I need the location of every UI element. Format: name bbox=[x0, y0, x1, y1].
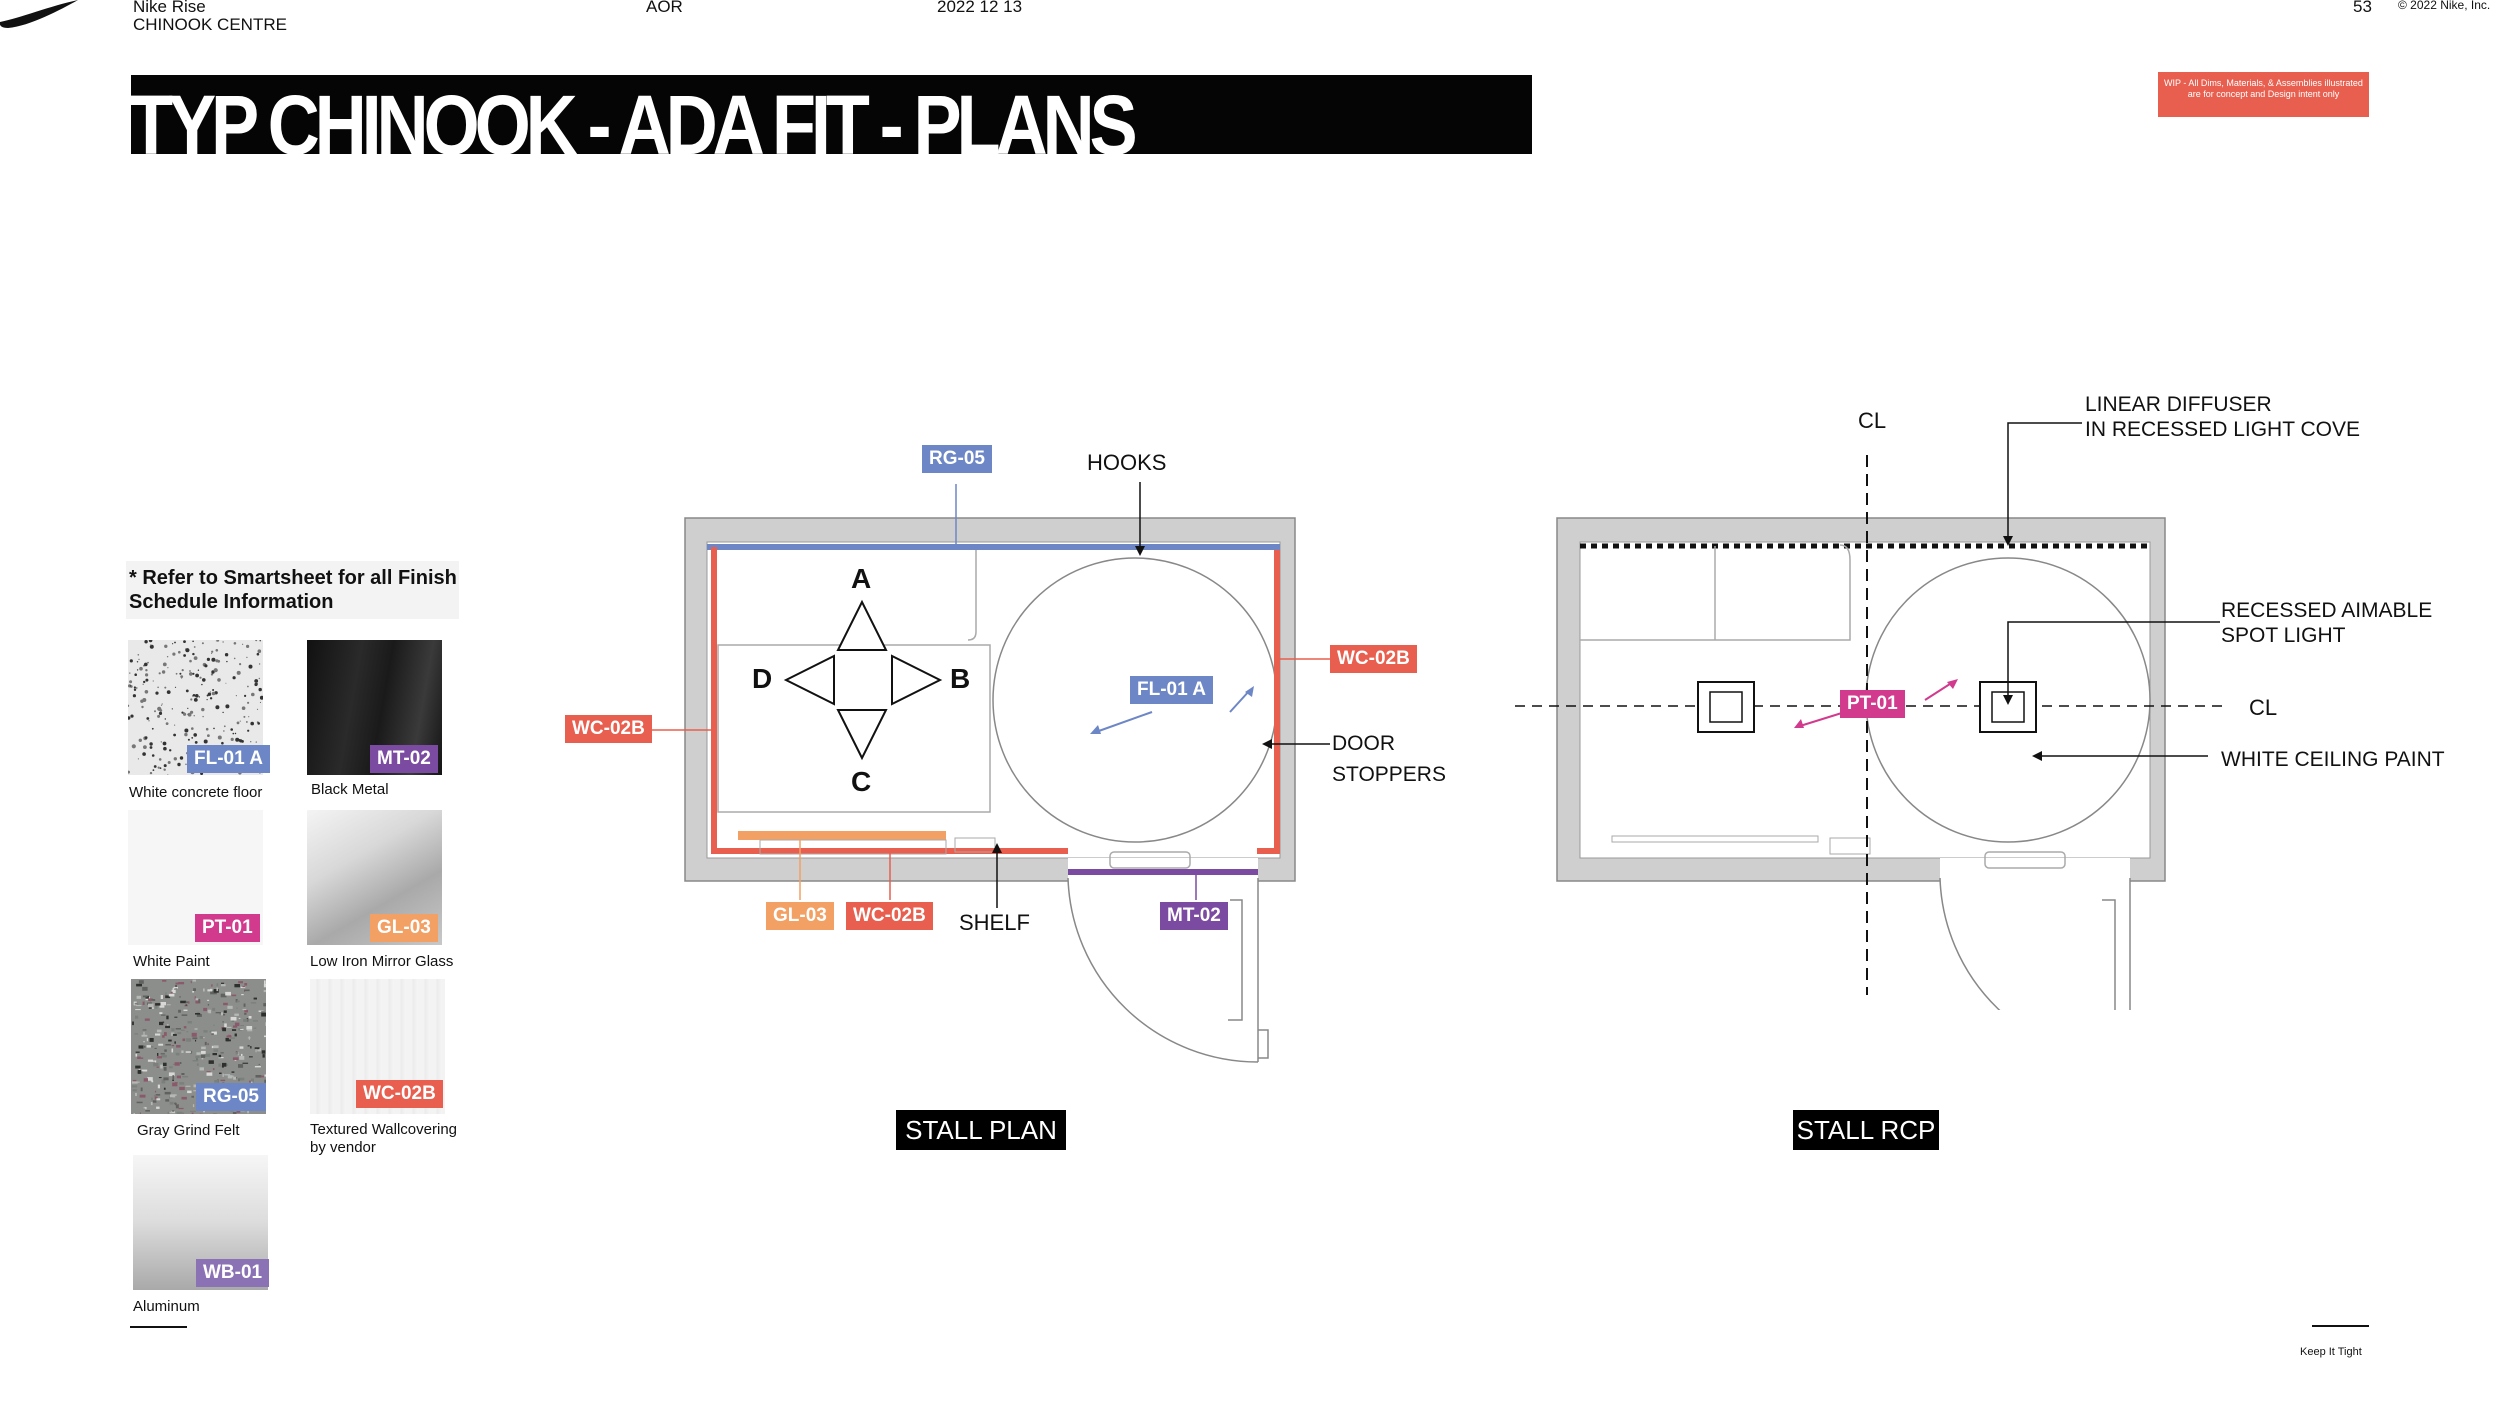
swatch-legend: FL-01 A White concrete floor MT-02 Black… bbox=[0, 0, 500, 1406]
direction-d: D bbox=[752, 663, 773, 694]
tag-pt-01: PT-01 bbox=[195, 914, 260, 942]
title-bar: TYP CHINOOK - ADA FIT - PLANS bbox=[131, 75, 1532, 154]
date-label: 2022 12 13 bbox=[937, 0, 1023, 16]
caption-pt-01: White Paint bbox=[133, 953, 210, 970]
direction-c: C bbox=[851, 766, 872, 797]
page-number: 53 bbox=[2353, 0, 2372, 16]
tag-wb-01: WB-01 bbox=[196, 1259, 270, 1287]
footer-line bbox=[2312, 1325, 2369, 1327]
caption-wb-01: Aluminum bbox=[133, 1298, 200, 1315]
tag-mt-02: MT-02 bbox=[370, 745, 438, 773]
tag-plan-mt-02: MT-02 bbox=[1160, 902, 1228, 930]
footer-keep-it-tight: Keep It Tight bbox=[2300, 1346, 2362, 1358]
wip-note: WIP - All Dims, Materials, & Assemblies … bbox=[2158, 72, 2369, 117]
tag-rcp-pt-01: PT-01 bbox=[1840, 690, 1905, 718]
label-cl-top: CL bbox=[1858, 408, 1887, 433]
page-title: TYP CHINOOK - ADA FIT - PLANS bbox=[131, 78, 1138, 154]
project-name: Nike Rise CHINOOK CENTRE bbox=[133, 0, 287, 34]
aor-label: AOR bbox=[646, 0, 683, 16]
tag-gl-03: GL-03 bbox=[370, 914, 438, 942]
tag-wc-02b: WC-02B bbox=[356, 1080, 443, 1108]
caption-fl-01a: White concrete floor bbox=[129, 784, 263, 801]
tag-plan-wc-02b-right: WC-02B bbox=[1330, 645, 1417, 673]
label-linear-diffuser: LINEAR DIFFUSER IN RECESSED LIGHT COVE bbox=[2085, 393, 2361, 441]
label-door-stoppers: DOOR STOPPERS bbox=[1332, 732, 1446, 786]
caption-rg-05: Gray Grind Felt bbox=[137, 1122, 240, 1139]
direction-a: A bbox=[851, 563, 872, 594]
tag-plan-wc-02b-left: WC-02B bbox=[565, 715, 652, 743]
nike-swoosh-logo bbox=[0, 0, 78, 28]
tag-plan-rg-05: RG-05 bbox=[922, 445, 992, 473]
label-cl-right: CL bbox=[2249, 695, 2278, 720]
copyright: © 2022 Nike, Inc. bbox=[2398, 0, 2491, 12]
tag-plan-gl-03: GL-03 bbox=[766, 902, 834, 930]
tag-fl-01a: FL-01 A bbox=[187, 745, 270, 773]
caption-gl-03: Low Iron Mirror Glass bbox=[310, 953, 454, 970]
tag-plan-fl-01a: FL-01 A bbox=[1130, 676, 1213, 704]
label-spot-light: RECESSED AIMABLE SPOT LIGHT bbox=[2221, 599, 2433, 647]
tag-rg-05: RG-05 bbox=[196, 1083, 266, 1111]
tag-plan-wc-02b-bottom: WC-02B bbox=[846, 902, 933, 930]
stall-plan-drawing bbox=[652, 482, 1330, 1063]
label-ceiling-paint: WHITE CEILING PAINT bbox=[2221, 748, 2445, 771]
caption-mt-02: Black Metal bbox=[311, 781, 389, 798]
label-shelf: SHELF bbox=[959, 910, 1030, 935]
stall-plan-label: STALL PLAN bbox=[896, 1110, 1066, 1150]
finish-schedule-note: * Refer to Smartsheet for all Finish Sch… bbox=[126, 561, 459, 619]
label-hooks: HOOKS bbox=[1087, 450, 1167, 475]
stall-rcp-label: STALL RCP bbox=[1793, 1110, 1939, 1150]
direction-b: B bbox=[950, 663, 971, 694]
divider-line bbox=[130, 1326, 187, 1328]
caption-wc-02b: Textured Wallcovering by vendor bbox=[310, 1121, 458, 1156]
